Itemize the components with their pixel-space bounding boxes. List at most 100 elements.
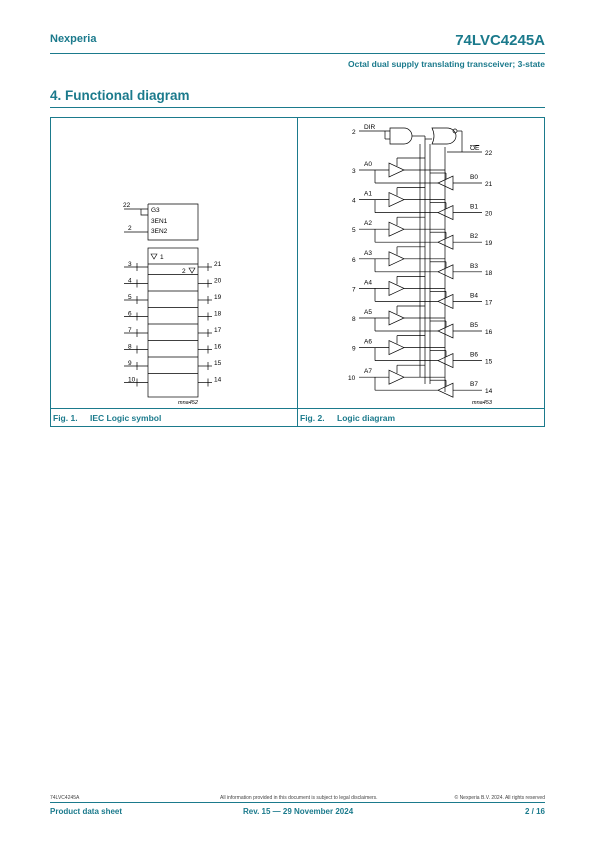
a-to-b-buffer (388, 251, 405, 267)
left-pin-number: 6 (128, 311, 132, 318)
a-pin-number: 8 (352, 316, 356, 323)
a-to-b-buffer (388, 192, 405, 208)
a-port-label: A5 (364, 309, 372, 316)
a-to-b-buffer (388, 162, 405, 178)
b-port-label: B7 (470, 381, 478, 388)
section-rule (50, 107, 545, 108)
oe-pin: 22 (485, 150, 493, 157)
ctrl-pin-22: 22 (123, 202, 131, 209)
a-port-label: A2 (364, 220, 372, 227)
fig2-caption: Fig. 2. Logic diagram (300, 413, 395, 423)
ctrl-line-3en1: 3EN1 (151, 218, 168, 225)
a-port-label: A7 (364, 368, 372, 375)
fig1-ref: mna452 (178, 400, 198, 406)
left-pin-number: 3 (128, 261, 132, 268)
left-pin-number: 7 (128, 327, 132, 334)
footer-page-number: 2 / 16 (524, 807, 545, 816)
dir-pin: 2 (352, 129, 356, 136)
ctrl-line-g3: G3 (151, 207, 160, 214)
b-to-a-buffer (437, 264, 454, 280)
a-to-b-buffer (388, 310, 405, 326)
left-pin-number: 5 (128, 294, 132, 301)
right-pin-number: 21 (214, 261, 222, 268)
a-pin-number: 6 (352, 257, 356, 264)
b-port-label: B3 (470, 263, 478, 270)
brand-name: Nexperia (50, 33, 97, 45)
b-pin-number: 14 (485, 388, 493, 395)
b-to-a-buffer (437, 323, 454, 339)
right-pin-number: 20 (214, 278, 222, 285)
fig2-caption-text: Logic diagram (337, 413, 396, 423)
a-to-b-buffer (388, 280, 405, 296)
right-pin-number: 18 (214, 311, 222, 318)
fig2-ref: mna453 (472, 400, 493, 406)
a-to-b-buffer (388, 369, 405, 385)
right-pin-number: 15 (214, 360, 222, 367)
right-pin-number: 19 (214, 294, 222, 301)
iec-logic-symbol: 22 2 G3 3EN1 3EN2 1 2 mna452 3 21 4 20 5 19 6 1… (123, 202, 222, 406)
figure-divider (297, 117, 298, 427)
ctrl-line-3en2: 3EN2 (151, 228, 168, 235)
fig1-caption: Fig. 1. IEC Logic symbol (53, 413, 161, 423)
header-rule (50, 53, 545, 54)
b-pin-number: 20 (485, 211, 493, 218)
a-pin-number: 7 (352, 286, 356, 293)
b-to-a-buffer (437, 234, 454, 250)
first-channel-left-label: 1 (160, 254, 164, 261)
left-pin-number: 4 (128, 278, 132, 285)
a-port-label: A1 (364, 191, 372, 198)
right-pin-number: 16 (214, 344, 222, 351)
b-port-label: B1 (470, 204, 478, 211)
footer-copyright: © Nexperia B.V. 2024. All rights reserve… (454, 795, 546, 801)
control-block-outline (147, 203, 199, 241)
b-port-label: B6 (470, 352, 478, 359)
footer-doc-id: 74LVC4245A (50, 795, 80, 801)
b-port-label: B5 (470, 322, 478, 329)
caption-rule (50, 408, 545, 409)
a-port-label: A0 (364, 161, 372, 168)
a-port-label: A4 (364, 279, 372, 286)
document-subtitle: Octal dual supply translating transceive… (348, 59, 545, 69)
part-number: 74LVC4245A (455, 32, 545, 49)
ctrl-inverter-mark (140, 209, 148, 216)
first-channel-right-label: 2 (182, 268, 186, 275)
b-pin-number: 15 (485, 359, 493, 366)
right-pin-number: 14 (214, 377, 222, 384)
b-pin-number: 19 (485, 240, 493, 247)
b-pin-number: 18 (485, 270, 493, 277)
a-port-label: A3 (364, 250, 372, 257)
right-pin-number: 17 (214, 327, 222, 334)
footer-disclaimer: All information provided in this documen… (220, 795, 378, 801)
first-channel-left-triangle (150, 253, 158, 260)
left-pin-number: 8 (128, 344, 132, 351)
a-pin-number: 10 (348, 375, 356, 382)
b-port-label: B2 (470, 233, 478, 240)
dir-nand-gate (389, 127, 413, 145)
footer-revision: Rev. 15 — 29 November 2024 (243, 807, 354, 816)
a-port-label: A6 (364, 339, 372, 346)
b-pin-number: 21 (485, 181, 493, 188)
a-to-b-buffer (388, 340, 405, 356)
fig2-caption-number: Fig. 2. (300, 413, 325, 423)
a-to-b-buffer (388, 221, 405, 237)
oe-label: OE (470, 145, 480, 152)
a-pin-number: 3 (352, 168, 356, 175)
b-pin-number: 16 (485, 329, 493, 336)
b-to-a-buffer (437, 353, 454, 369)
ctrl-pin-2: 2 (128, 225, 132, 232)
logic-diagram: DIR 2 OE 22 mna453 A03B021A14B120A25B219… (348, 124, 493, 406)
first-channel-right-triangle (188, 267, 196, 274)
b-to-a-buffer (437, 293, 454, 309)
oe-nor-gate (431, 127, 457, 145)
a-pin-number: 5 (352, 227, 356, 234)
b-port-label: B0 (470, 174, 478, 181)
footer-doc-type: Product data sheet (50, 807, 123, 816)
fig1-caption-text: IEC Logic symbol (90, 413, 162, 423)
b-to-a-buffer (437, 175, 454, 191)
b-to-a-buffer (437, 382, 454, 398)
b-port-label: B4 (470, 292, 478, 299)
section-title: 4. Functional diagram (50, 88, 190, 103)
a-pin-number: 4 (352, 198, 356, 205)
fig1-caption-number: Fig. 1. (53, 413, 78, 423)
left-pin-number: 10 (128, 377, 136, 384)
